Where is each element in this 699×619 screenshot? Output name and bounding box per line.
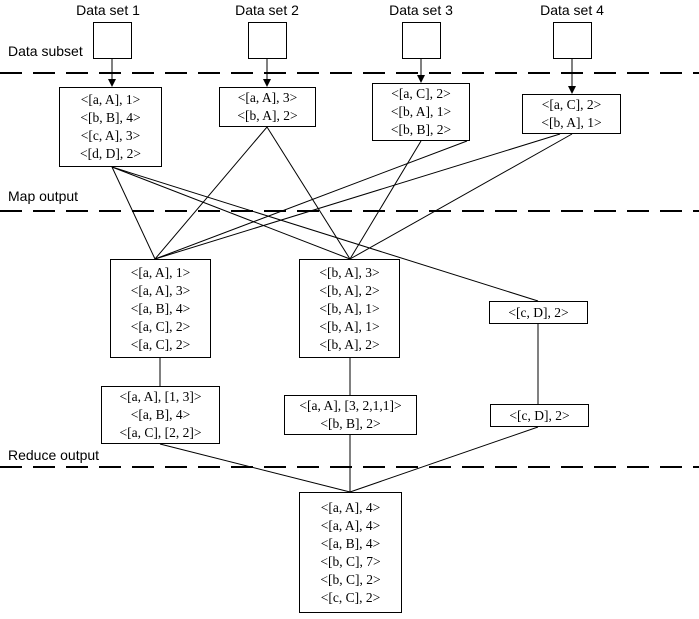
map-output-entry: <[b, B], 2> (390, 122, 452, 137)
reduce-output-entry: <[b, C], 7> (320, 553, 381, 569)
grouped-box-b: <[b, A], 3> <[b, A], 2> <[b, A], 1> <[b,… (299, 259, 400, 358)
grouped-entry: <[b, A], 2> (319, 282, 380, 298)
column-label-data-set-4: Data set 4 (540, 2, 604, 18)
grouped-entry: <[b, A], 1> (319, 300, 380, 316)
data-subset-box-2 (248, 22, 287, 59)
edge-map1-to-group-c (111, 166, 539, 302)
grouped-box-a: <[a, A], 1> <[a, A], 3> <[a, B], 4> <[a,… (110, 259, 211, 358)
combined-entry: <[b, B], 2> (320, 416, 381, 431)
combined-entry: <[a, A], [3, 2,1,1]> (299, 398, 402, 413)
combined-box-a: <[a, A], [1, 3]> <[a, B], 4> <[a, C], [2… (101, 386, 220, 444)
stage-label-map-output: Map output (8, 188, 79, 204)
reduce-output-box: <[a, A], 4> <[a, A], 4> <[a, B], 4> <[b,… (299, 492, 402, 613)
map-output-entry: <[b, A], 2> (237, 108, 298, 123)
map-output-entry: <[a, C], 2> (391, 86, 451, 101)
data-subset-box-1 (93, 22, 132, 59)
grouped-entry: <[c, D], 2> (508, 304, 569, 320)
grouped-entry: <[a, A], 1> (130, 264, 191, 280)
edge-map1-to-group-a (111, 166, 156, 260)
grouped-entry: <[a, B], 4> (130, 300, 191, 316)
stage-label-data-subset: Data subset (8, 43, 83, 59)
reduce-output-entry: <[b, C], 2> (320, 571, 381, 587)
map-output-entry: <[a, C], 2> (541, 97, 602, 112)
column-label-data-set-3: Data set 3 (389, 2, 453, 18)
reduce-output-entry: <[a, A], 4> (320, 499, 381, 515)
map-output-box-4: <[a, C], 2> <[b, A], 1> (522, 94, 621, 134)
edge-map4-to-group-b (349, 133, 573, 260)
edge-map3-to-group-b (349, 140, 422, 260)
edge-map2-to-group-b (266, 126, 351, 260)
combined-entry: <[c, D], 2> (509, 407, 570, 423)
combined-box-b: <[a, A], [3, 2,1,1]> <[b, B], 2> (284, 395, 417, 435)
reduce-output-entry: <[c, C], 2> (320, 589, 381, 605)
grouped-entry: <[b, A], 2> (319, 336, 380, 352)
map-output-entry: <[d, D], 2> (80, 146, 141, 161)
data-subset-box-4 (553, 22, 592, 59)
map-output-entry: <[b, A], 1> (541, 115, 602, 130)
map-output-entry: <[b, B], 4> (80, 110, 141, 125)
map-output-box-3: <[a, C], 2> <[b, A], 1> <[b, B], 2> (372, 83, 470, 141)
combined-box-c: <[c, D], 2> (490, 404, 589, 427)
map-output-box-2: <[a, A], 3> <[b, A], 2> (219, 87, 316, 127)
map-output-entry: <[a, A], 3> (237, 90, 298, 105)
combined-entry: <[a, B], 4> (130, 407, 191, 422)
map-output-entry: <[c, A], 3> (80, 128, 141, 143)
grouped-entry: <[b, A], 3> (319, 264, 380, 280)
grouped-entry: <[a, A], 3> (130, 282, 191, 298)
grouped-box-c: <[c, D], 2> (489, 301, 588, 324)
combined-entry: <[a, C], [2, 2]> (119, 425, 202, 440)
reduce-output-entry: <[a, B], 4> (320, 535, 381, 551)
column-label-data-set-2: Data set 2 (235, 2, 299, 18)
stage-label-reduce-output: Reduce output (8, 447, 100, 463)
map-output-entry: <[a, A], 1> (80, 92, 141, 107)
grouped-entry: <[b, A], 1> (319, 318, 380, 334)
column-label-data-set-1: Data set 1 (76, 2, 140, 18)
reduce-output-entry: <[a, A], 4> (320, 517, 381, 533)
map-output-entry: <[b, A], 1> (390, 104, 452, 119)
edge-map4-to-group-a (154, 133, 561, 260)
data-subset-box-3 (402, 22, 441, 59)
edge-map1-to-group-b (111, 166, 351, 260)
edge-map2-to-group-a (154, 126, 268, 260)
map-output-box-1: <[a, A], 1> <[b, B], 4> <[c, A], 3> <[d,… (59, 87, 162, 167)
edge-map3-to-group-a (154, 140, 468, 260)
combined-entry: <[a, A], [1, 3]> (119, 389, 202, 404)
grouped-entry: <[a, C], 2> (130, 318, 191, 334)
edge-combined-c-to-reduce (349, 426, 539, 493)
edge-combined-a-to-reduce (159, 443, 351, 493)
grouped-entry: <[a, C], 2> (130, 336, 191, 352)
